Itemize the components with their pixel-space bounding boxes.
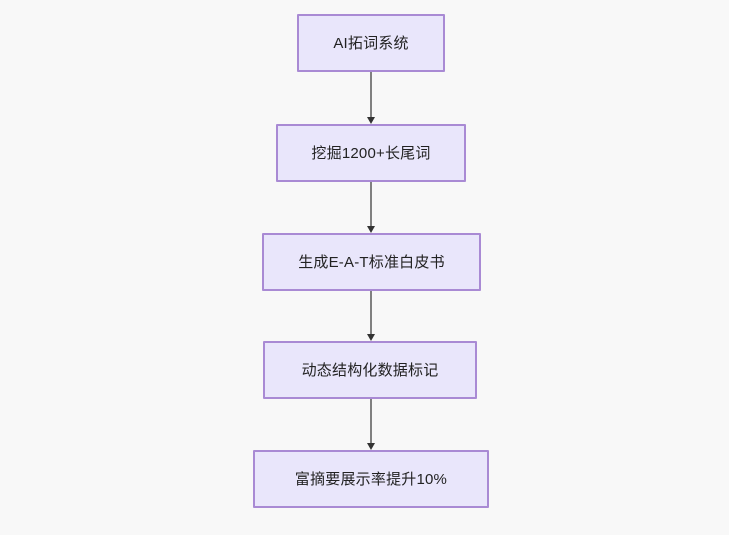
arrow-head-icon <box>366 226 375 233</box>
arrow-head-icon <box>366 334 375 341</box>
arrow-line <box>370 291 372 335</box>
flow-node-label: 富摘要展示率提升10% <box>294 470 448 488</box>
flow-node-node2[interactable]: 挖掘1200+长尾词 <box>276 124 466 182</box>
arrow-line <box>370 72 372 118</box>
flow-arrow-node4-to-node5 <box>366 399 375 450</box>
flow-node-node4[interactable]: 动态结构化数据标记 <box>263 341 477 399</box>
arrow-head-icon <box>366 117 375 124</box>
arrow-line <box>370 399 372 444</box>
flow-node-label: 挖掘1200+长尾词 <box>311 144 431 162</box>
flow-node-node1[interactable]: AI拓词系统 <box>297 14 445 72</box>
arrow-head-icon <box>366 443 375 450</box>
flow-node-node3[interactable]: 生成E-A-T标准白皮书 <box>262 233 481 291</box>
flow-node-label: 动态结构化数据标记 <box>301 361 439 379</box>
arrow-line <box>370 182 372 227</box>
flow-arrow-node3-to-node4 <box>366 291 375 341</box>
flow-node-node5[interactable]: 富摘要展示率提升10% <box>253 450 489 508</box>
flow-arrow-node1-to-node2 <box>366 72 375 124</box>
flow-node-label: 生成E-A-T标准白皮书 <box>298 253 445 271</box>
flow-arrow-node2-to-node3 <box>366 182 375 233</box>
flow-node-label: AI拓词系统 <box>333 34 409 52</box>
